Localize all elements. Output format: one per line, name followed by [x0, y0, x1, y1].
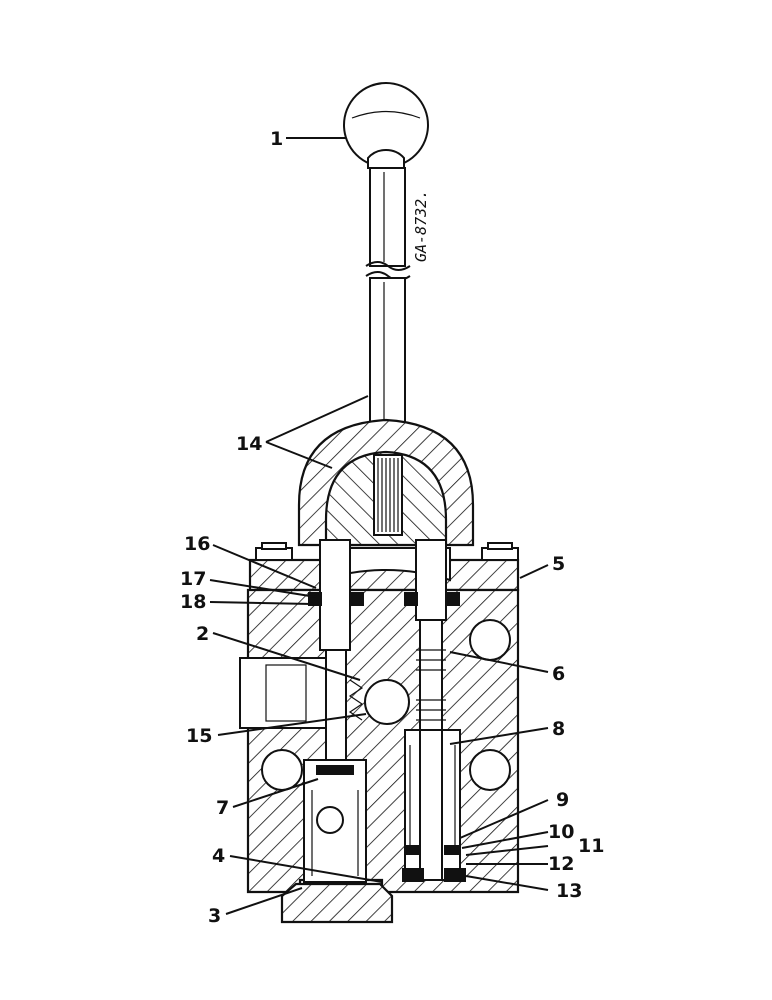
right-spool [402, 539, 466, 882]
callout-11: 11 [578, 835, 604, 857]
top-seals [308, 592, 460, 606]
cover-plate [248, 542, 520, 592]
base-plate [280, 882, 394, 924]
callout-14: 14 [236, 433, 262, 455]
callout-15: 15 [186, 725, 212, 747]
callout-9: 9 [556, 789, 569, 811]
callout-16: 16 [184, 533, 210, 555]
callout-10: 10 [548, 821, 574, 843]
callout-12: 12 [548, 853, 574, 875]
lever-knob [343, 82, 429, 169]
callout-5: 5 [552, 553, 565, 575]
lever-shaft [365, 167, 411, 459]
detent-ball [348, 679, 410, 725]
callouts: 1 14 16 17 18 2 15 7 4 3 5 6 8 9 10 11 1… [180, 128, 604, 927]
shaft-splines [377, 458, 399, 532]
callout-18: 18 [180, 591, 206, 613]
callout-2: 2 [196, 623, 209, 645]
dome-housing [297, 418, 475, 547]
valve-body [239, 588, 520, 894]
callout-17: 17 [180, 568, 206, 590]
leader-lines [209, 137, 549, 915]
callout-13: 13 [556, 880, 582, 902]
callout-4: 4 [212, 845, 225, 867]
callout-3: 3 [208, 905, 221, 927]
callout-6: 6 [552, 663, 565, 685]
callout-7: 7 [216, 797, 229, 819]
drawing-code: GA-8732. [412, 190, 430, 262]
callout-1: 1 [270, 128, 283, 150]
callout-8: 8 [552, 718, 565, 740]
